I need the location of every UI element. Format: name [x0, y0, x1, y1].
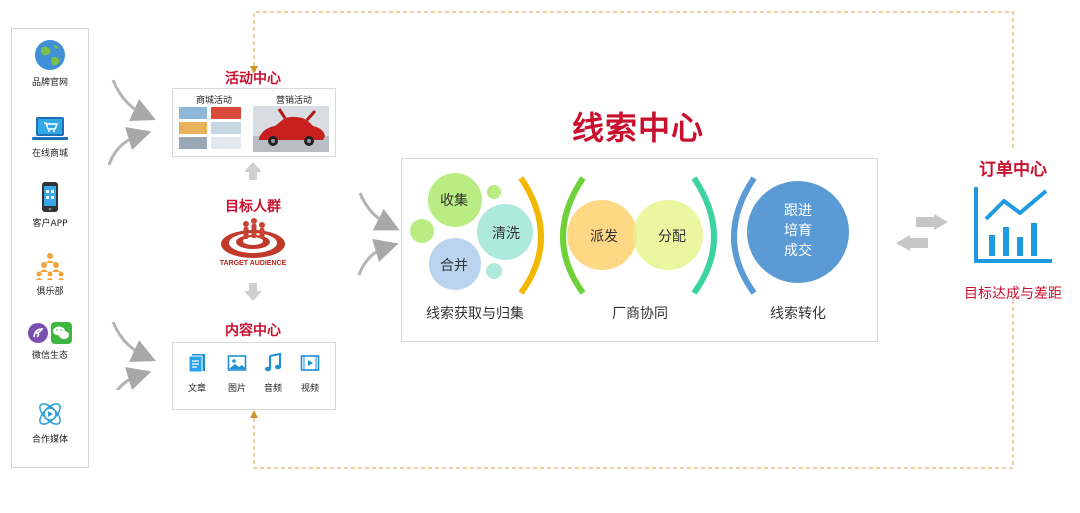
- content-item-video[interactable]: 视频: [298, 353, 322, 394]
- bubble-merge-label: 合并: [440, 258, 468, 274]
- bubble-collect-label: 收集: [440, 193, 468, 209]
- article-icon: [188, 354, 205, 373]
- stage-acquire-label: 线索获取与归集: [426, 306, 524, 322]
- bubble-merge: [429, 238, 481, 290]
- bubble-assign: [633, 200, 703, 270]
- smartphone-icon: [42, 182, 58, 212]
- channel-customer-app[interactable]: 客户APP: [12, 181, 88, 229]
- mall-activity-image[interactable]: [179, 107, 243, 151]
- conversion-step: 培育: [784, 223, 812, 239]
- channel-brand-site[interactable]: 品牌官网: [12, 38, 88, 88]
- channel-label: 客户APP: [32, 219, 68, 229]
- decor-bubble: [410, 219, 434, 243]
- into-lead-center-arrows: [357, 192, 400, 276]
- mall-activity-label: 商城活动: [195, 96, 232, 106]
- content-item-audio[interactable]: 音频: [261, 352, 285, 394]
- bubble-clean: [477, 204, 533, 260]
- marketing-activity-label: 营销活动: [275, 96, 312, 106]
- order-center-title: 订单中心: [979, 160, 1047, 180]
- line-chart-icon: [974, 187, 1052, 263]
- up-arrow-icon: [244, 162, 262, 180]
- order-center-subtitle: 目标达成与差距: [964, 286, 1062, 302]
- channel-label: 品牌官网: [31, 78, 68, 88]
- activity-center-box: 商城活动 营销活动: [172, 88, 336, 157]
- content-center-box: 文章 图片 音频 视频: [172, 342, 336, 410]
- people-pyramid-icon: [36, 253, 64, 280]
- channel-label: 在线商城: [31, 149, 68, 159]
- wechat-icon: [28, 322, 72, 344]
- lead-center-graphic: [410, 173, 849, 295]
- activity-center-title: 活动中心: [225, 71, 281, 87]
- channel-label: 微信生态: [31, 351, 68, 361]
- marketing-activity-image[interactable]: [253, 106, 329, 152]
- bubble-assign-label: 分配: [658, 229, 686, 245]
- conversion-steps: 跟进 培育 成交: [769, 201, 827, 261]
- stage-convert-label: 线索转化: [770, 306, 826, 322]
- music-icon: [265, 352, 281, 372]
- target-audience-badge-text: TARGET AUDIENCE: [220, 260, 287, 267]
- target-audience-title: 目标人群: [225, 199, 281, 215]
- channel-club[interactable]: 俱乐部: [12, 251, 88, 297]
- channel-wechat[interactable]: 微信生态: [12, 321, 88, 361]
- channel-partner-media[interactable]: 合作媒体: [12, 399, 88, 445]
- content-item-article[interactable]: 文章: [185, 353, 209, 394]
- channel-label: 俱乐部: [36, 287, 64, 297]
- stage-collab-label: 厂商协同: [612, 306, 668, 322]
- down-arrow-icon: [244, 283, 262, 301]
- content-item-label: 视频: [300, 384, 319, 394]
- bubble-dispatch-label: 派发: [590, 229, 618, 245]
- channel-online-mall[interactable]: 在线商城: [12, 115, 88, 159]
- conversion-step: 跟进: [784, 203, 812, 219]
- image-icon: [227, 355, 247, 371]
- bubble-conversion: [747, 181, 849, 283]
- laptop-cart-icon: [32, 117, 68, 140]
- channel-flow-arrows: [107, 79, 156, 390]
- content-center-title: 内容中心: [225, 323, 281, 339]
- bidirectional-arrow-icon: [896, 214, 948, 251]
- globe-icon: [35, 40, 65, 70]
- channel-column: 品牌官网 在线商城 客户APP: [11, 28, 89, 468]
- conversion-step: 成交: [784, 243, 812, 259]
- arc-yellow: [518, 176, 544, 295]
- lead-center-title: 线索中心: [571, 109, 704, 147]
- content-item-label: 图片: [227, 384, 246, 394]
- content-item-label: 音频: [263, 384, 282, 394]
- decor-bubble: [487, 185, 501, 199]
- bubble-collect: [428, 173, 482, 227]
- content-item-label: 文章: [187, 384, 206, 394]
- arc-blue: [731, 176, 757, 295]
- bubble-clean-label: 清洗: [492, 226, 520, 242]
- channel-label: 合作媒体: [31, 435, 68, 445]
- target-audience-icon: TARGET AUDIENCE: [220, 218, 287, 267]
- content-item-image[interactable]: 图片: [225, 353, 249, 394]
- video-icon: [300, 355, 320, 371]
- arc-green: [560, 176, 586, 295]
- arc-teal: [691, 176, 717, 295]
- media-play-icon: [39, 403, 61, 425]
- bubble-dispatch: [567, 200, 637, 270]
- decor-bubble: [486, 263, 502, 279]
